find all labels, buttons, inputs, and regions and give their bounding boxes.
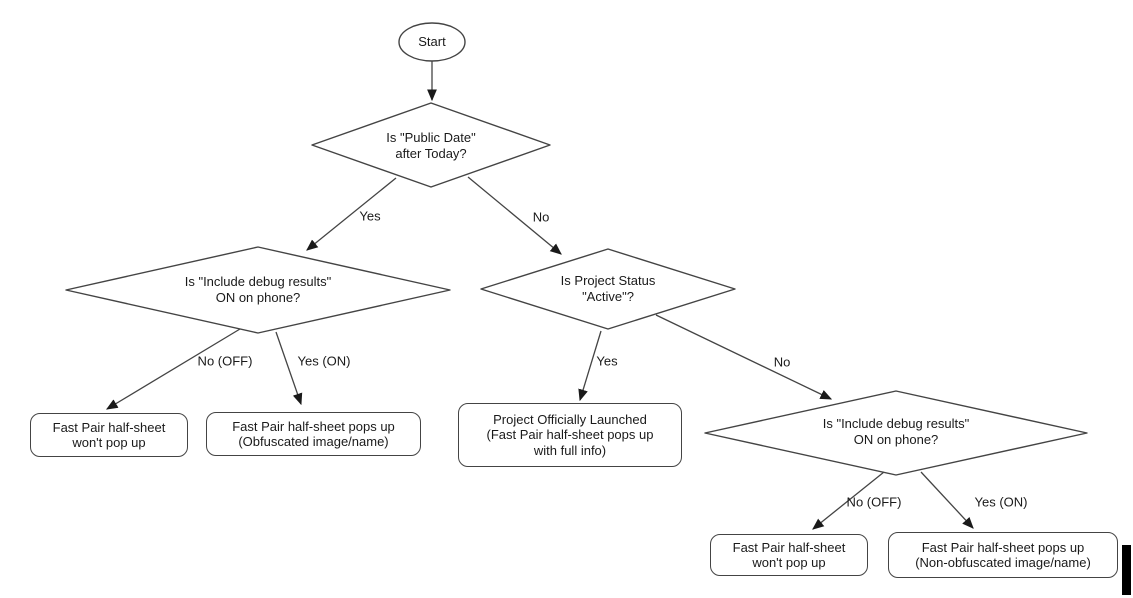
arrow-project-status-yes [578, 330, 602, 402]
decision-debug-right-label: Is "Include debug results" ON on phone? [822, 416, 970, 447]
arrow-public-date-yes [306, 177, 397, 251]
edge-label-debug-right-no: No (OFF) [846, 494, 902, 510]
arrow-debug-right-yes [920, 471, 974, 529]
decision-debug-right-shape [704, 390, 1088, 476]
edge-label-debug-left-yes: Yes (ON) [297, 353, 351, 369]
decision-debug-left-label: Is "Include debug results" ON on phone? [184, 274, 332, 305]
decision-debug-left-shape [65, 246, 451, 334]
decision-public-date-label: Is "Public Date" after Today? [386, 130, 476, 161]
arrow-debug-left-yes [275, 331, 303, 406]
decision-project-status-label: Is Project Status "Active"? [560, 273, 656, 304]
arrow-debug-right-no [812, 471, 885, 530]
arrow-debug-left-no [105, 328, 241, 410]
result-box-launched: Project Officially Launched (Fast Pair h… [458, 403, 682, 467]
result-box-non-obfuscated: Fast Pair half-sheet pops up (Non-obfusc… [888, 532, 1118, 578]
result-box-no-popup-left: Fast Pair half-sheet won't pop up [30, 413, 188, 457]
start-terminal-label: Start [418, 34, 446, 49]
edge-label-project-status-no: No [773, 354, 791, 370]
edge-label-public-date-no: No [532, 209, 550, 225]
text-cursor-artifact [1122, 545, 1131, 595]
arrow-project-status-no [655, 314, 833, 400]
edge-label-public-date-yes: Yes [359, 208, 381, 224]
edge-label-debug-right-yes: Yes (ON) [974, 494, 1028, 510]
edge-label-debug-left-no: No (OFF) [197, 353, 253, 369]
decision-project-status-shape [480, 248, 736, 330]
edge-label-project-status-yes: Yes [596, 353, 618, 369]
arrow-public-date-no [467, 176, 562, 255]
result-box-no-popup-right: Fast Pair half-sheet won't pop up [710, 534, 868, 576]
result-box-obfuscated: Fast Pair half-sheet pops up (Obfuscated… [206, 412, 421, 456]
decision-public-date-shape [311, 102, 551, 188]
